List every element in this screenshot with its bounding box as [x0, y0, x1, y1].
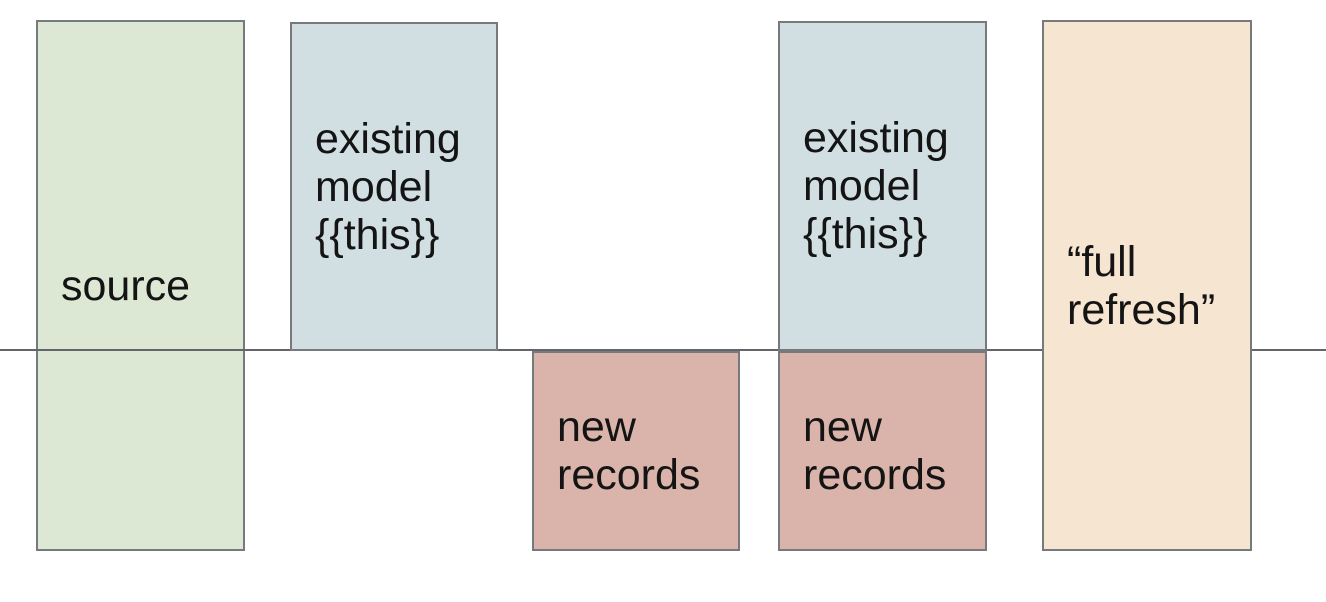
existing-model-label-line-2: model — [315, 162, 433, 211]
source-box: source — [36, 20, 245, 551]
source-label: source — [61, 261, 191, 310]
existing-model-label-line-3: {{this}} — [315, 210, 440, 259]
new-records-label-line-1: new — [803, 403, 882, 451]
new-records-box-1: new records — [532, 351, 740, 551]
existing-model-box-1: existing model {{this}} — [290, 22, 498, 351]
existing-model-label-line-1: existing — [315, 114, 461, 163]
new-records-label-line-1: new — [557, 403, 636, 451]
full-refresh-label-line-1: “full — [1067, 237, 1137, 286]
new-records-label-line-2: records — [803, 451, 947, 499]
new-records-box-2: new records — [778, 351, 987, 551]
timeline-divider-line — [0, 349, 1326, 351]
existing-model-label-line-1: existing — [803, 114, 949, 162]
full-refresh-box: “full refresh” — [1042, 20, 1252, 551]
new-records-label-line-2: records — [557, 451, 701, 499]
existing-model-label-line-2: model — [803, 162, 921, 210]
existing-model-box-2: existing model {{this}} — [778, 21, 987, 351]
existing-model-label-line-3: {{this}} — [803, 210, 928, 258]
full-refresh-label-line-2: refresh” — [1067, 285, 1216, 334]
